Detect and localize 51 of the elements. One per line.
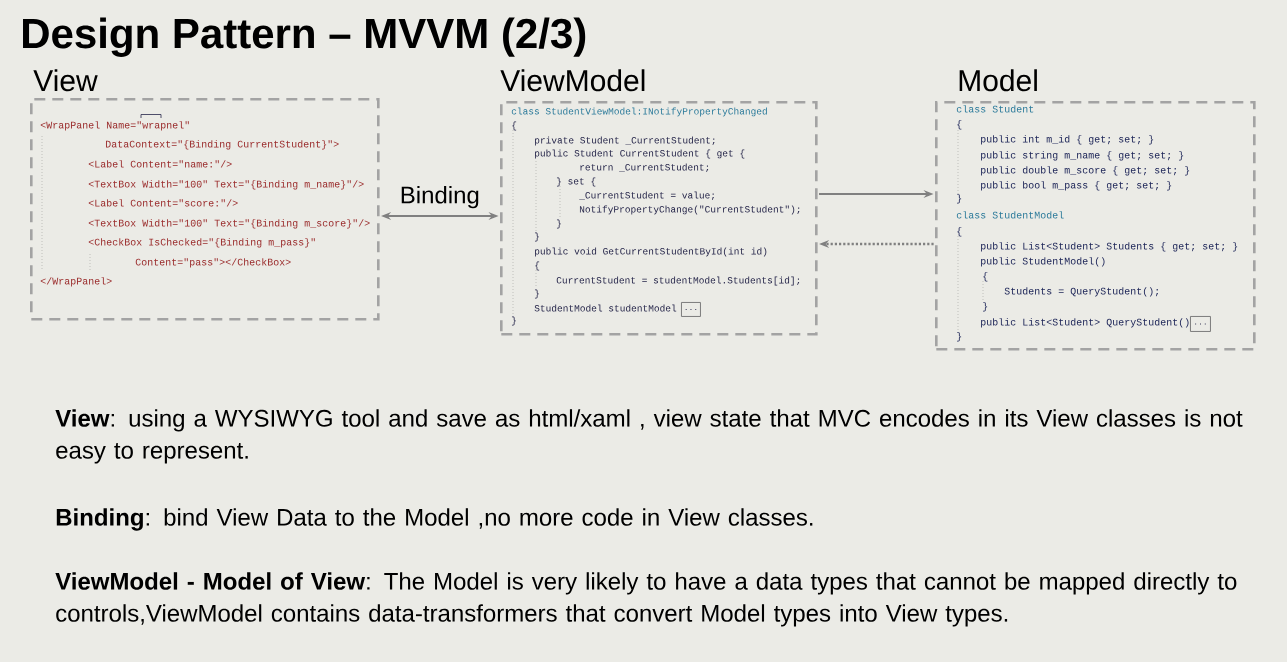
code-line: public List<Student> QueryStudent(): [981, 318, 1189, 328]
code-line: public bool m_pass { get; set; }: [981, 181, 1172, 191]
code-line: public List<Student> Students { get; set; }: [981, 242, 1238, 252]
code-line: Students = QueryStudent();: [1004, 287, 1159, 297]
paragraph: View: using a WYSIWYG tool and save as html/xaml , view state that MVC encodes in its View classes is not easy to represent.: [55, 409, 1243, 464]
code-line: {: [983, 272, 988, 282]
code-line: public Student CurrentStudent { get {: [535, 149, 745, 159]
slide-title: Design Pattern – MVVM (2/3): [23, 17, 586, 57]
code-line: {: [535, 261, 540, 271]
code-line: }: [512, 316, 516, 326]
code-line: <TextBox Width="100" Text="{Binding m_name}"/>: [88, 180, 364, 190]
code-line: class Student: [956, 105, 1034, 113]
code-line: CurrentStudent = studentModel.Students[id];: [556, 276, 800, 286]
code-line: public double m_score { get; set; }: [981, 166, 1190, 176]
code-line: {: [957, 120, 962, 130]
code-line: StudentModel studentModel: [534, 304, 677, 312]
edge-label: Binding: [398, 184, 482, 210]
collapsed-code-box: ...: [681, 302, 701, 317]
panel-heading: Model: [959, 69, 1037, 92]
code-line: }: [535, 289, 539, 299]
code-line: </WrapPanel>: [40, 277, 112, 287]
code-line: {: [512, 121, 517, 131]
code-line: class StudentModel: [956, 211, 1064, 219]
code-line: Content="pass"></CheckBox>: [135, 258, 291, 268]
panel-heading: ViewModel: [500, 69, 645, 92]
code-line: {: [957, 227, 962, 237]
paragraph: ViewModel - Model of View: The Model is very likely to have a data types that cannot be mapped directly to controls,ViewModel contains data-transformers that convert Model types into View types.: [55, 572, 1237, 627]
code-line: <WrapPanel Name="wrapnel": [40, 121, 189, 131]
code-line: }: [557, 219, 561, 229]
code-line: <CheckBox IsChecked="{Binding m_pass}": [88, 238, 315, 248]
code-line: return _CurrentStudent;: [580, 163, 709, 173]
code-line: public StudentModel(): [981, 257, 1105, 267]
panel-heading: View: [33, 69, 98, 92]
code-line: NotifyPropertyChange("CurrentStudent");: [579, 205, 800, 215]
code-line: } set {: [557, 177, 596, 187]
code-line: }: [957, 332, 962, 342]
collapsed-code-box: ...: [1190, 316, 1211, 332]
code-line: <Label Content="name:"/>: [88, 160, 232, 168]
code-line: _CurrentStudent = value;: [579, 191, 714, 201]
code-line: class StudentViewModel:INotifyPropertyChanged: [511, 107, 767, 117]
code-line: <TextBox Width="100" Text="{Binding m_score}"/>: [88, 219, 370, 229]
paragraph: Binding: bind View Data to the Model ,no more code in View classes.: [56, 508, 813, 531]
code-line: }: [957, 194, 962, 204]
code-line: }: [983, 302, 988, 312]
code-line: public void GetCurrentStudentById(int id): [535, 247, 767, 257]
code-line: DataContext="{Binding CurrentStudent}">: [106, 140, 339, 150]
code-line: <Label Content="score:"/>: [88, 199, 238, 207]
code-line: }: [535, 232, 539, 242]
code-line: public string m_name { get; set; }: [981, 151, 1184, 161]
code-line: public int m_id { get; set; }: [981, 135, 1154, 145]
code-line: private Student _CurrentStudent;: [535, 136, 715, 146]
